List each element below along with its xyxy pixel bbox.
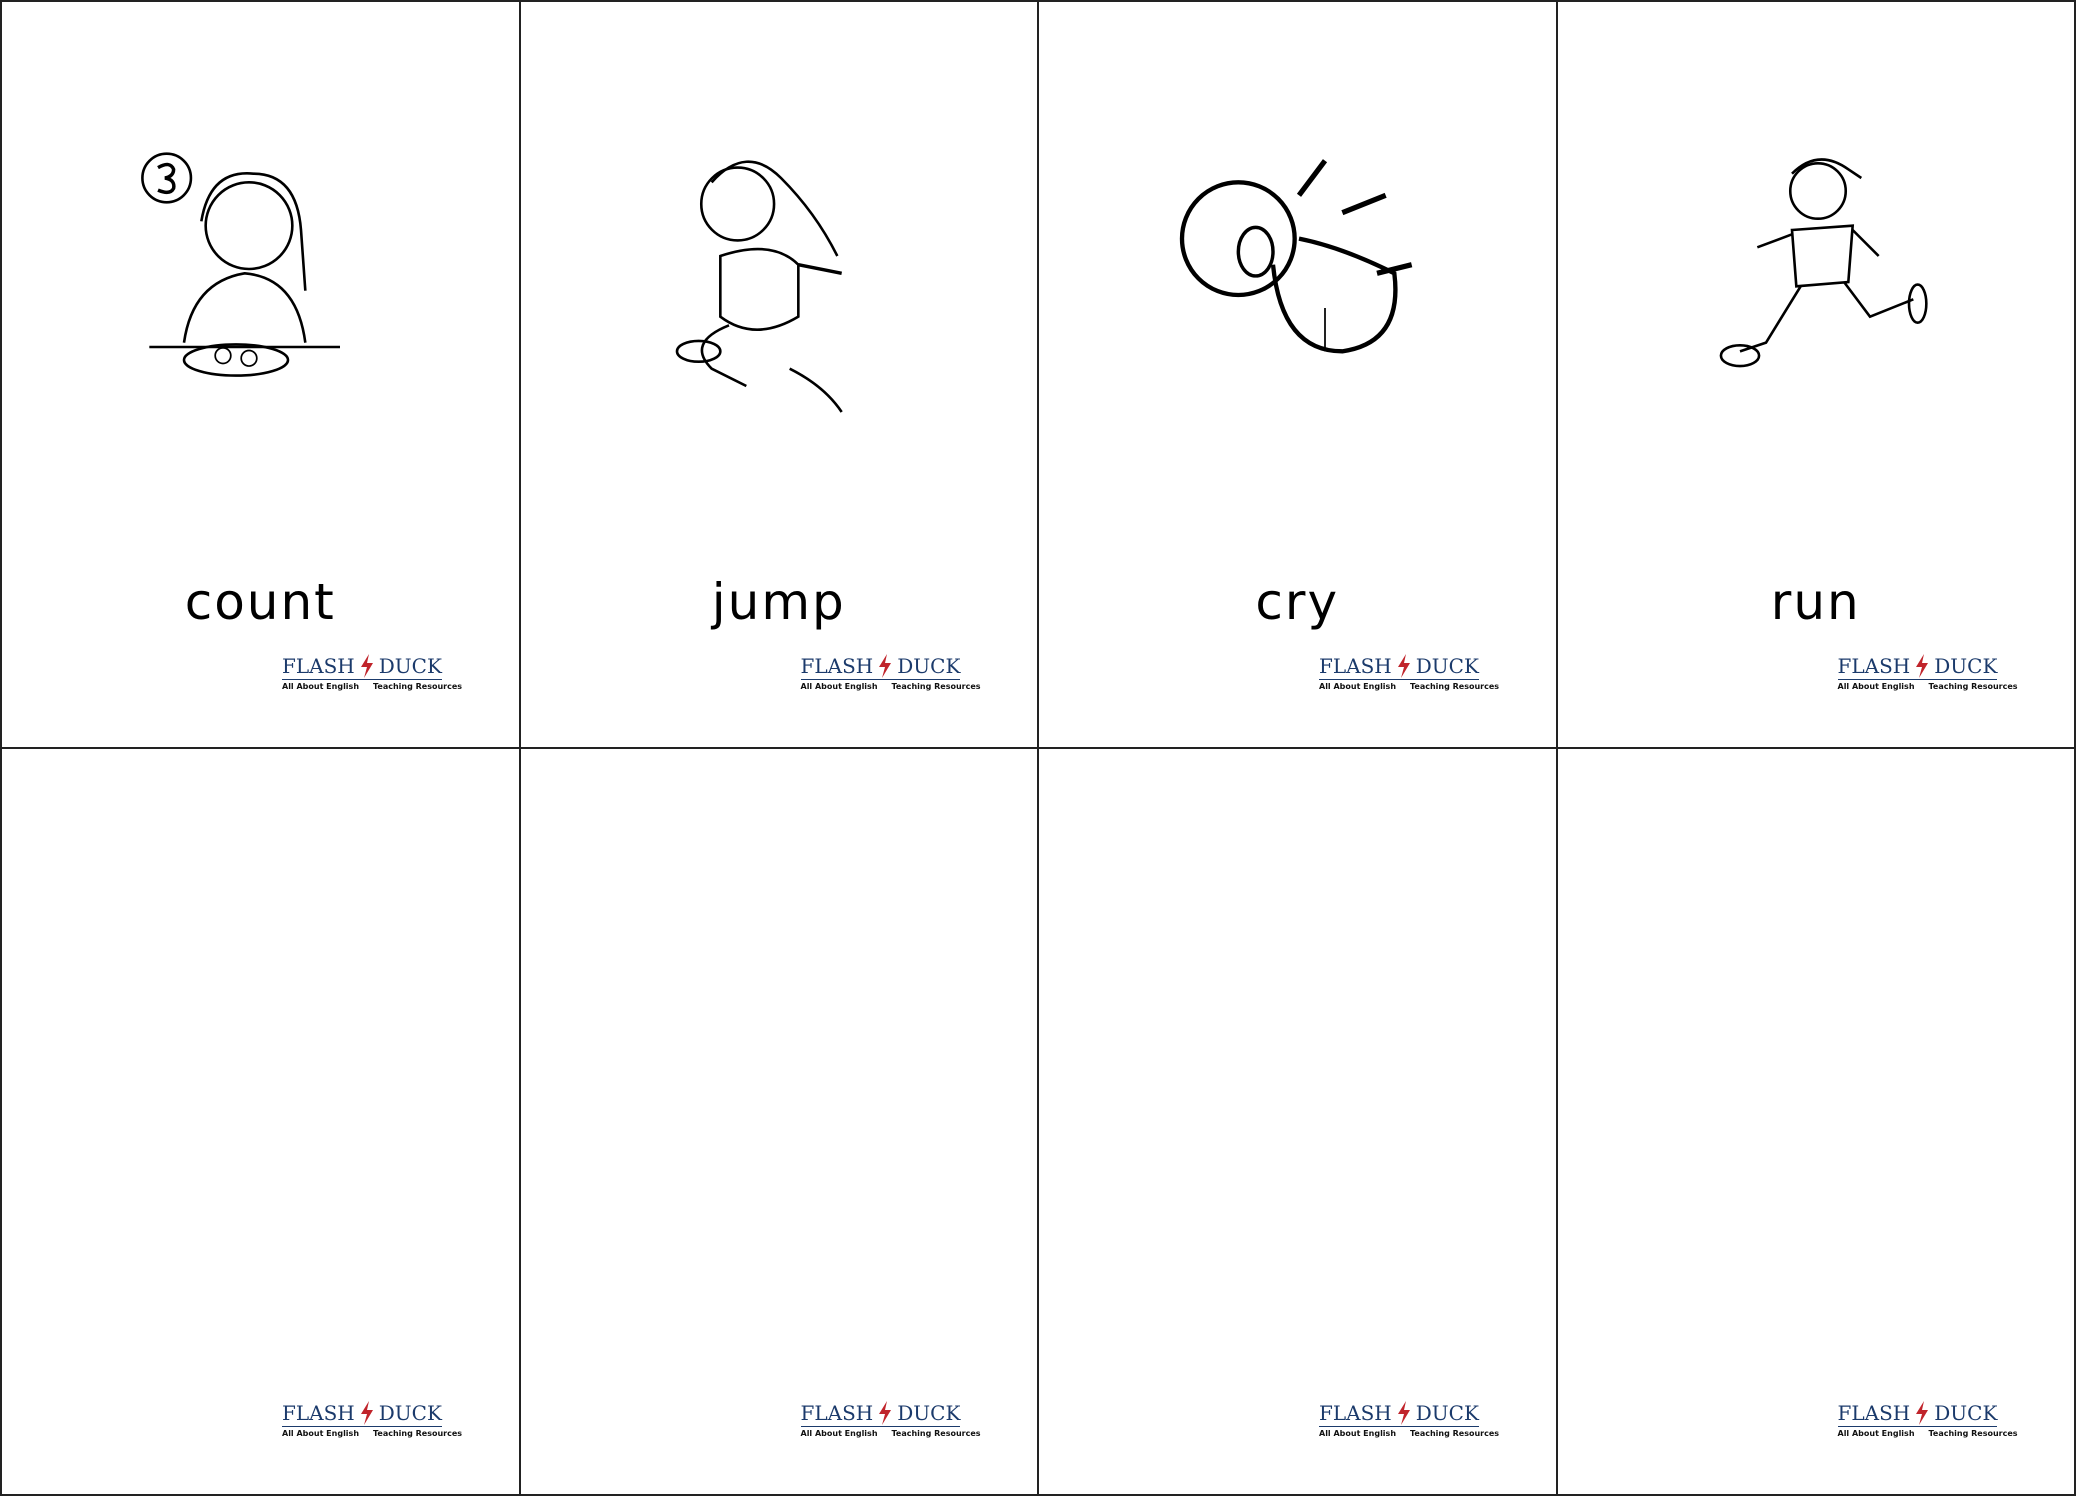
logo-brand-right: DUCK — [897, 654, 961, 678]
logo-wordmark: FLASH DUCK — [1837, 1401, 1998, 1427]
logo-tagline-right: Teaching Resources — [373, 1429, 463, 1438]
lightning-bolt-icon — [360, 654, 373, 678]
girl-jumping-illustration — [675, 160, 843, 413]
logo-brand-left: FLASH — [800, 654, 874, 678]
flashduck-logo: FLASH DUCK All About English Teaching Re… — [282, 1401, 462, 1439]
logo-tagline-right: Teaching Resources — [1410, 1429, 1500, 1438]
flashduck-logo: FLASH DUCK All About English Teaching Re… — [1837, 1401, 2018, 1439]
logo-taglines: All About English Teaching Resources — [1319, 682, 1499, 692]
lightning-bolt-icon — [1397, 1401, 1410, 1425]
flashcard: jump FLASH DUCK All About English Teachi… — [520, 2, 1039, 749]
flashcard-word: jump — [711, 573, 846, 631]
logo-wordmark: FLASH DUCK — [282, 654, 442, 680]
logo-taglines: All About English Teaching Resources — [801, 682, 981, 692]
lightning-bolt-icon — [879, 654, 892, 678]
logo-tagline-left: All About English — [800, 1429, 878, 1438]
logo-brand-left: FLASH — [1837, 1401, 1911, 1425]
logo-tagline-left: All About English — [282, 1429, 360, 1438]
baby-crying-illustration — [1179, 159, 1413, 354]
flashcard-word: run — [1770, 573, 1861, 631]
boy-running-illustration — [1719, 158, 1928, 368]
logo-tagline-left: All About English — [1319, 1429, 1397, 1438]
logo-taglines: All About English Teaching Resources — [282, 682, 462, 692]
logo-wordmark: FLASH DUCK — [800, 654, 961, 680]
lightning-bolt-icon — [879, 1401, 892, 1425]
logo-brand-left: FLASH — [800, 1401, 874, 1425]
flashduck-logo: FLASH DUCK All About English Teaching Re… — [1319, 1401, 1499, 1439]
flashcard: FLASH DUCK All About English Teaching Re… — [2, 749, 521, 1496]
flashduck-logo: FLASH DUCK All About English Teaching Re… — [1319, 654, 1499, 692]
flashcard: cry FLASH DUCK All About English Teachin… — [1039, 2, 1558, 749]
logo-brand-left: FLASH — [1319, 654, 1392, 678]
logo-tagline-right: Teaching Resources — [1410, 682, 1500, 691]
logo-wordmark: FLASH DUCK — [1319, 1401, 1479, 1427]
logo-taglines: All About English Teaching Resources — [282, 1429, 462, 1439]
logo-brand-right: DUCK — [378, 1401, 442, 1425]
logo-brand-left: FLASH — [1319, 1401, 1392, 1425]
flashduck-logo: FLASH DUCK All About English Teaching Re… — [800, 654, 981, 692]
logo-tagline-right: Teaching Resources — [891, 1429, 981, 1438]
logo-tagline-left: All About English — [1837, 1429, 1915, 1438]
flashcard: FLASH DUCK All About English Teaching Re… — [1039, 749, 1558, 1496]
logo-tagline-right: Teaching Resources — [891, 682, 981, 691]
logo-tagline-left: All About English — [282, 682, 360, 691]
flashcard: FLASH DUCK All About English Teaching Re… — [1557, 749, 2076, 1496]
flashcard: FLASH DUCK All About English Teaching Re… — [520, 749, 1039, 1496]
flashcard-word: count — [184, 573, 336, 631]
flashduck-logo: FLASH DUCK All About English Teaching Re… — [800, 1401, 981, 1439]
flashcard-word: cry — [1255, 573, 1340, 631]
flashduck-logo: FLASH DUCK All About English Teaching Re… — [1837, 654, 2018, 692]
flashcard: count FLASH DUCK All About English Teach… — [2, 2, 521, 749]
lightning-bolt-icon — [1916, 1401, 1929, 1425]
logo-brand-left: FLASH — [282, 1401, 355, 1425]
logo-tagline-right: Teaching Resources — [373, 682, 463, 691]
logo-taglines: All About English Teaching Resources — [1838, 682, 2018, 692]
lightning-bolt-icon — [360, 1401, 373, 1425]
logo-tagline-right: Teaching Resources — [1928, 682, 2018, 691]
logo-wordmark: FLASH DUCK — [800, 1401, 961, 1427]
logo-brand-right: DUCK — [378, 654, 442, 678]
logo-taglines: All About English Teaching Resources — [1319, 1429, 1499, 1439]
logo-brand-right: DUCK — [1415, 654, 1479, 678]
logo-wordmark: FLASH DUCK — [1837, 654, 1998, 680]
logo-tagline-left: All About English — [1837, 682, 1915, 691]
logo-tagline-right: Teaching Resources — [1928, 1429, 2018, 1438]
logo-brand-right: DUCK — [897, 1401, 961, 1425]
girl-counting-cookies-illustration — [141, 152, 340, 377]
lightning-bolt-icon — [1916, 654, 1929, 678]
logo-brand-right: DUCK — [1934, 654, 1998, 678]
logo-tagline-left: All About English — [800, 682, 878, 691]
logo-wordmark: FLASH DUCK — [282, 1401, 442, 1427]
flashcard: run FLASH DUCK All About English Teachin… — [1557, 2, 2076, 749]
lightning-bolt-icon — [1397, 654, 1410, 678]
logo-brand-right: DUCK — [1415, 1401, 1479, 1425]
flashduck-logo: FLASH DUCK All About English Teaching Re… — [282, 654, 462, 692]
logo-brand-right: DUCK — [1934, 1401, 1998, 1425]
logo-taglines: All About English Teaching Resources — [1838, 1429, 2018, 1439]
logo-taglines: All About English Teaching Resources — [801, 1429, 981, 1439]
logo-tagline-left: All About English — [1319, 682, 1397, 691]
logo-wordmark: FLASH DUCK — [1319, 654, 1479, 680]
logo-brand-left: FLASH — [282, 654, 355, 678]
logo-brand-left: FLASH — [1837, 654, 1911, 678]
